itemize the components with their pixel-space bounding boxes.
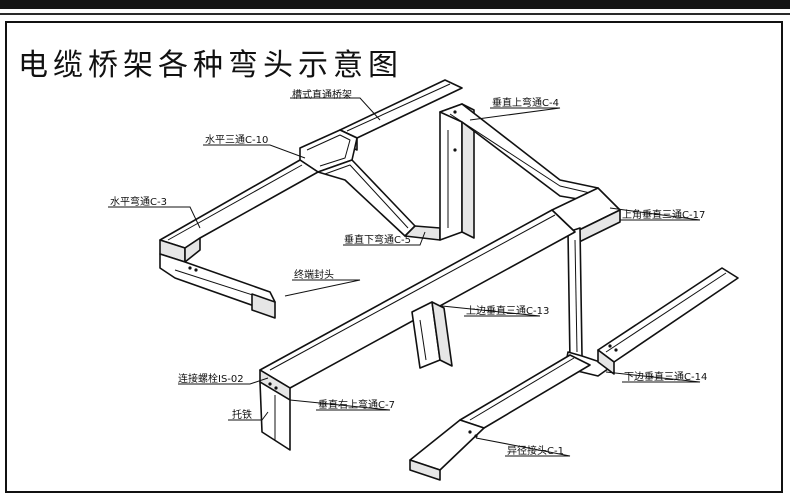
label-vertical-down-bend: 垂直下弯通C-5 <box>344 235 411 246</box>
right-straight-trough <box>597 267 739 375</box>
label-trough-straight: 槽式直通桥架 <box>292 90 352 101</box>
leader-lines <box>108 97 701 457</box>
label-upper-vertical-tee: 上边垂直三通C-13 <box>466 306 550 317</box>
label-horizontal-bend: 水平弯通C-3 <box>110 197 167 208</box>
upper-corner-vertical-tee-piece <box>551 187 621 363</box>
top-rule-thin <box>0 13 790 15</box>
diagram-frame <box>5 21 783 493</box>
end-cap-piece <box>251 293 276 319</box>
top-rule <box>0 0 790 9</box>
horizontal-run <box>159 159 319 263</box>
label-lower-vertical-tee: 下边垂直三通C-14 <box>624 372 708 383</box>
label-end-cap: 终端封头 <box>294 270 334 281</box>
diagram-title: 电缆桥架各种弯头示意图 <box>18 48 403 83</box>
label-connecting-bolt: 连接螺栓IS-02 <box>178 374 244 385</box>
label-reducer: 异径接头C-1 <box>507 446 564 457</box>
bottom-run <box>409 354 591 481</box>
label-vertical-right-up-bend: 垂直右上弯通C-7 <box>318 400 395 411</box>
vertical-right-up-bend-piece <box>259 381 291 451</box>
label-upper-corner-vertical-tee: 上角垂直三通C-17 <box>622 210 706 221</box>
upper-vertical-tee-piece <box>411 301 453 369</box>
label-bracket: 托铁 <box>232 410 252 421</box>
label-vertical-up-bend: 垂直上弯通C-4 <box>492 98 559 109</box>
main-run <box>259 209 576 401</box>
vertical-down-bend-piece <box>317 159 441 241</box>
bolt-dots <box>188 110 618 438</box>
label-horizontal-tee: 水平三通C-10 <box>205 135 269 146</box>
